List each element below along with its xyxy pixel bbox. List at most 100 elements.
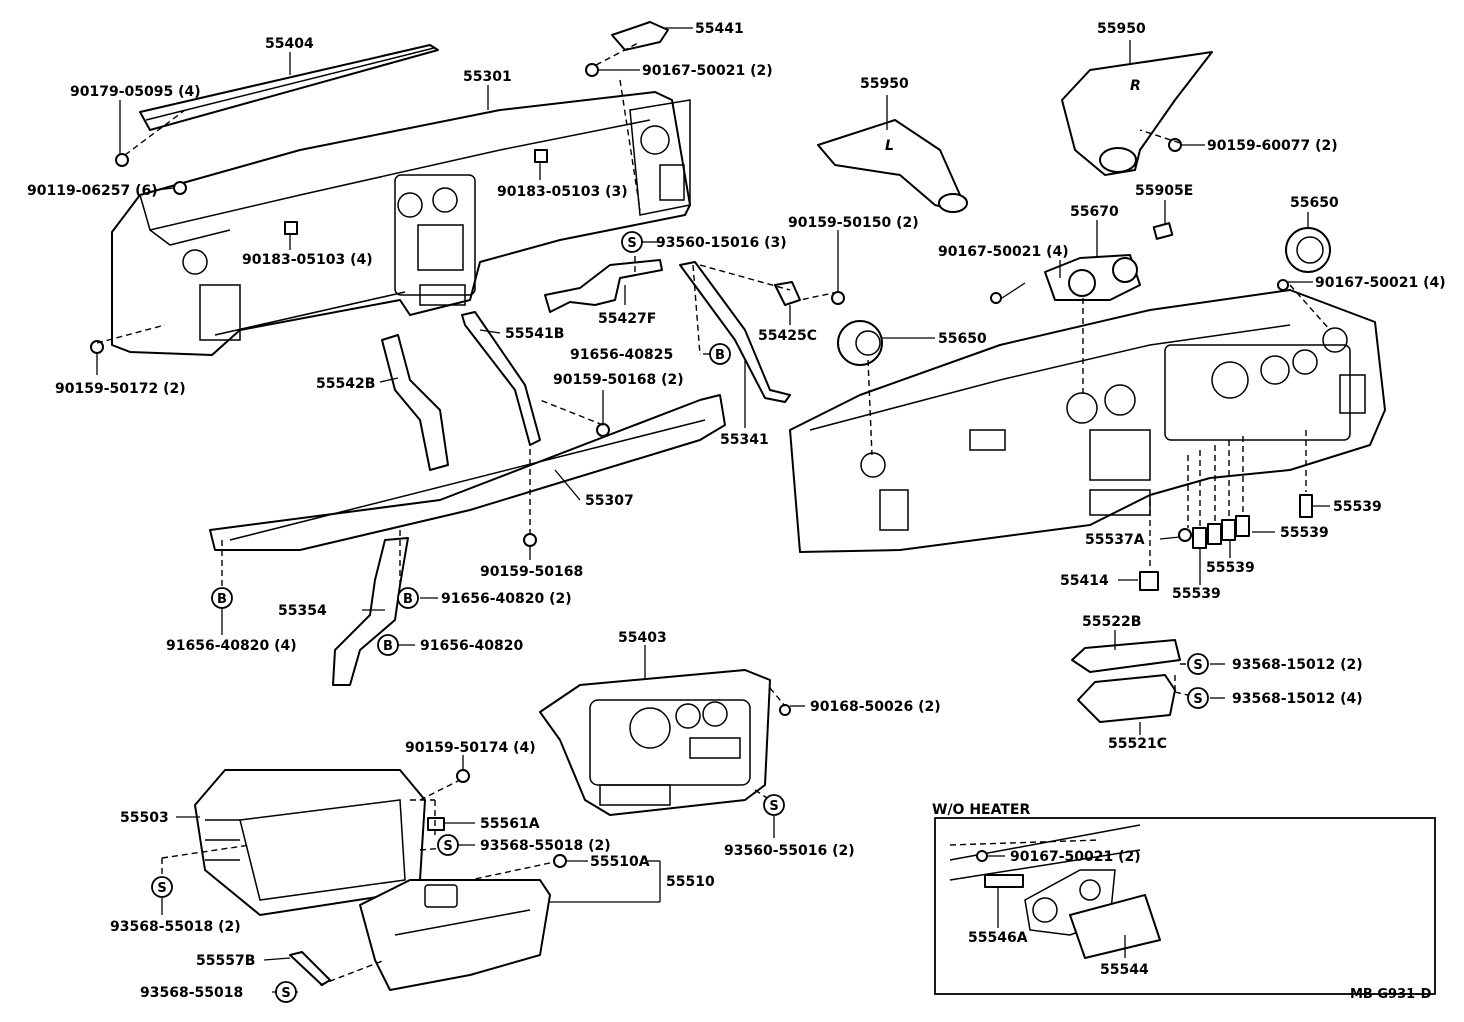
label-55425C: 55425C xyxy=(758,328,817,344)
label-55557B: 55557B xyxy=(196,953,255,969)
clip-90179-05095 xyxy=(115,153,129,167)
hinge-55557B xyxy=(289,951,331,986)
label-90183-05103-3: 90183-05103 (3) xyxy=(497,184,628,200)
label-55539-b: 55539 xyxy=(1280,525,1329,541)
svg-text:R: R xyxy=(1130,78,1141,94)
svg-text:S: S xyxy=(769,799,778,814)
label-55542B: 55542B xyxy=(316,376,375,392)
label-90159-50174: 90159-50174 (4) xyxy=(405,740,536,756)
label-55541B: 55541B xyxy=(505,326,564,342)
svg-text:S: S xyxy=(1193,692,1202,707)
label-90159-50168-2: 90159-50168 (2) xyxy=(553,372,684,388)
svg-text:B: B xyxy=(383,639,393,654)
label-55427F: 55427F xyxy=(598,311,656,327)
vent-55650-top xyxy=(1285,227,1331,273)
label-91656-40820-4: 91656-40820 (4) xyxy=(166,638,297,654)
bezel-55522B xyxy=(1071,639,1181,673)
switch-55537A xyxy=(1178,528,1192,542)
label-93568-55018-2-b: 93568-55018 (2) xyxy=(110,919,241,935)
label-55670: 55670 xyxy=(1070,204,1119,220)
label-55404: 55404 xyxy=(265,36,314,52)
brace-55341 xyxy=(679,261,791,403)
label-90159-50168: 90159-50168 xyxy=(480,564,583,580)
label-55441: 55441 xyxy=(695,21,744,37)
screw-90167-50021-right xyxy=(1277,279,1289,291)
diagram-code: MB G931-D xyxy=(1350,987,1432,1002)
label-55403: 55403 xyxy=(618,630,667,646)
part-labels: 55404 55301 55441 90167-50021 (2) 90179-… xyxy=(27,21,1446,1002)
screw-90159-50168-bottom xyxy=(523,533,537,547)
label-91656-40820: 91656-40820 xyxy=(420,638,523,654)
cluster-panel-55403 xyxy=(539,669,771,816)
label-55301: 55301 xyxy=(463,69,512,85)
label-90183-05103-4: 90183-05103 (4) xyxy=(242,252,373,268)
label-90167-50021-right: 90167-50021 (4) xyxy=(1315,275,1446,291)
label-55537A: 55537A xyxy=(1085,532,1145,548)
label-55950-left: 55950 xyxy=(860,76,909,92)
label-90167-50021-mid: 90167-50021 (4) xyxy=(938,244,1069,260)
duct-55950-right xyxy=(1061,51,1213,176)
badge-b-91656-40825: B xyxy=(709,343,731,365)
label-55546A: 55546A xyxy=(968,930,1028,946)
label-55521C: 55521C xyxy=(1108,736,1167,752)
label-93560-15016: 93560-15016 (3) xyxy=(656,235,787,251)
label-55307: 55307 xyxy=(585,493,634,509)
label-93560-55016: 93560-55016 (2) xyxy=(724,843,855,859)
svg-text:S: S xyxy=(627,236,636,251)
screw-90168-50026 xyxy=(779,704,791,716)
duct-mark-l: L xyxy=(885,138,894,154)
badge-s-93568-15012-4: S xyxy=(1187,687,1209,709)
label-55510: 55510 xyxy=(666,874,715,890)
badge-s-93568-55018-a: S xyxy=(437,834,459,856)
badge-b-91656-40820-2: B xyxy=(397,587,419,609)
svg-text:B: B xyxy=(217,592,227,607)
nut-90119-06257 xyxy=(173,181,187,195)
wo-heater-box xyxy=(934,817,1436,995)
label-93568-55018: 93568-55018 xyxy=(140,985,243,1001)
label-55905E: 55905E xyxy=(1135,183,1193,199)
label-90159-60077: 90159-60077 (2) xyxy=(1207,138,1338,154)
label-90119-06257: 90119-06257 (6) xyxy=(27,183,158,199)
vent-55650-mid xyxy=(837,320,883,366)
label-90167-50021-top: 90167-50021 (2) xyxy=(642,63,773,79)
duct-55950-left xyxy=(817,119,968,213)
label-91656-40825: 91656-40825 xyxy=(570,347,673,363)
reinforcement-55307 xyxy=(209,394,726,551)
nut-90183-05103-right xyxy=(534,149,548,163)
label-55510A: 55510A xyxy=(590,854,650,870)
label-55539-a: 55539 xyxy=(1333,499,1382,515)
badge-s-93568-15012-2: S xyxy=(1187,653,1209,675)
badge-b-91656-40820-4: B xyxy=(211,587,233,609)
instrument-panel-right xyxy=(789,289,1386,553)
label-55341: 55341 xyxy=(720,432,769,448)
screw-90167-50021-mid xyxy=(990,292,1002,304)
switch-55539-a xyxy=(1299,494,1313,518)
label-wo-heater: W/O HEATER xyxy=(932,802,1030,818)
label-55950-right: 55950 xyxy=(1097,21,1146,37)
svg-text:S: S xyxy=(1193,658,1202,673)
brace-55541B xyxy=(461,311,541,446)
badge-s-93560-15016: S xyxy=(621,231,643,253)
bracket-55427F xyxy=(544,259,663,313)
badge-s-93568-55018-b: S xyxy=(151,876,173,898)
label-55354: 55354 xyxy=(278,603,327,619)
vent-assembly-55670 xyxy=(1044,254,1141,301)
pocket-55521C xyxy=(1077,674,1176,723)
svg-text:S: S xyxy=(443,839,452,854)
svg-text:S: S xyxy=(157,881,166,896)
label-93568-15012-2: 93568-15012 (2) xyxy=(1232,657,1363,673)
svg-text:B: B xyxy=(715,348,725,363)
label-55503: 55503 xyxy=(120,810,169,826)
screw-90159-50150 xyxy=(831,291,845,305)
svg-text:B: B xyxy=(403,592,413,607)
bracket-55441 xyxy=(611,21,669,51)
assembly-dashed-lines xyxy=(96,41,1331,986)
label-55650-top: 55650 xyxy=(1290,195,1339,211)
screw-90167-50021-top xyxy=(585,63,599,77)
label-55561A: 55561A xyxy=(480,816,540,832)
label-55539-c: 55539 xyxy=(1206,560,1255,576)
label-91656-40820-2: 91656-40820 (2) xyxy=(441,591,572,607)
label-90168-50026: 90168-50026 (2) xyxy=(810,699,941,715)
svg-text:S: S xyxy=(281,986,290,1001)
